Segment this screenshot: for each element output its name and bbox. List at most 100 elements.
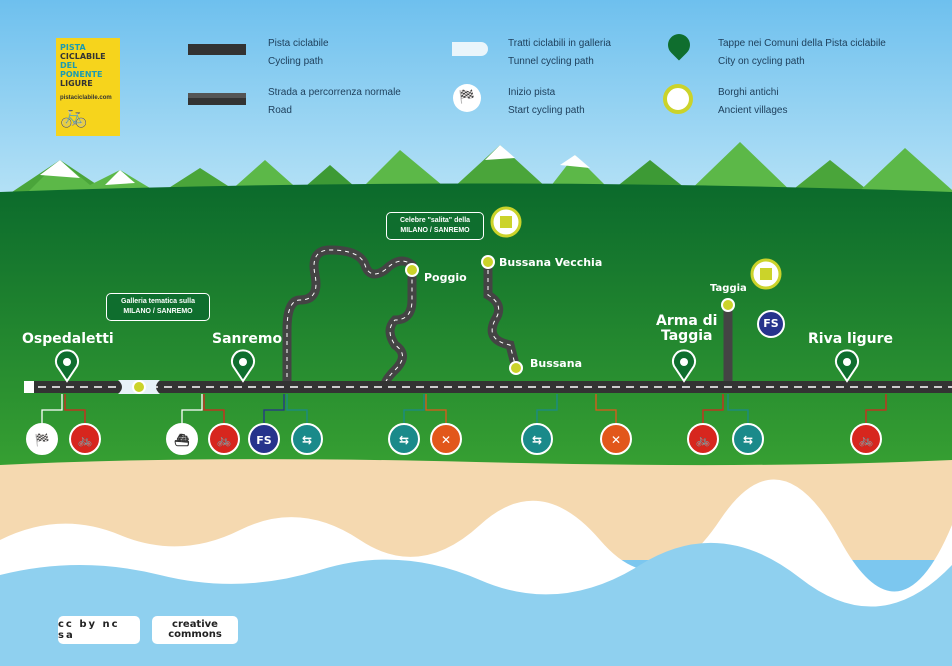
legend-label: Borghi antichi (718, 87, 779, 98)
service-circle (732, 423, 764, 455)
signpost-icon[interactable]: ⇆ (291, 423, 323, 455)
legend-label: Road (268, 105, 292, 116)
logo-url: pistaciclabile.com (60, 95, 112, 101)
bike-rental-icon[interactable]: 🚲 (208, 423, 240, 455)
legend-label: Tunnel cycling path (508, 56, 594, 67)
connector-line (41, 394, 63, 423)
map-pin-icon[interactable] (231, 349, 255, 383)
service-connectors (41, 394, 887, 423)
connector-line (203, 394, 225, 423)
cycling-path-icon (188, 44, 246, 55)
cc-license-badge[interactable]: cc by nc sa (58, 616, 140, 644)
castle-icon[interactable] (750, 258, 782, 290)
connector-line (536, 394, 558, 423)
service-glyph: ✕ (441, 433, 451, 447)
legend-label: Ancient villages (718, 105, 788, 116)
service-circle (430, 423, 462, 455)
service-glyph: 🚲 (78, 433, 93, 447)
boat-icon[interactable]: ⛴ (166, 423, 198, 455)
waypoint-dot[interactable] (405, 263, 419, 277)
bike-rental-icon[interactable]: 🚲 (687, 423, 719, 455)
city-bussana[interactable]: Bussana (530, 357, 582, 370)
map-pin-icon[interactable] (835, 349, 859, 383)
service-glyph: 🚲 (859, 433, 874, 447)
train-station-icon[interactable]: FS (757, 310, 785, 338)
bike-rental-icon[interactable]: 🚲 (850, 423, 882, 455)
service-glyph: ⇆ (302, 433, 312, 447)
bike-rental-icon[interactable]: 🚲 (69, 423, 101, 455)
waypoint-dot[interactable] (721, 298, 735, 312)
castle-icon (663, 84, 693, 114)
map-pin-icon[interactable] (55, 349, 79, 383)
service-circle (69, 423, 101, 455)
tunnel-icon (452, 42, 488, 56)
connector-line (595, 394, 617, 423)
waypoint-dot[interactable] (481, 255, 495, 269)
sea (0, 542, 952, 666)
road-icon (188, 93, 246, 105)
service-glyph: ✕ (611, 433, 621, 447)
service-glyph: 🚲 (217, 433, 232, 447)
connector-line (403, 394, 425, 423)
checkered-flag-icon[interactable]: 🏁 (26, 423, 58, 455)
service-glyph: ⇆ (743, 433, 753, 447)
service-circle (600, 423, 632, 455)
city-ospedaletti[interactable]: Ospedaletti (22, 331, 114, 347)
legend-label: City on cycling path (718, 56, 805, 67)
signpost-icon[interactable]: ⇆ (732, 423, 764, 455)
service-glyph: FS (256, 434, 272, 447)
legend-label: Tappe nei Comuni della Pista ciclabile (718, 38, 886, 49)
waypoint-dot[interactable] (509, 361, 523, 375)
city-riva-ligure[interactable]: Riva ligure (808, 331, 894, 347)
signpost-icon[interactable]: ⇆ (521, 423, 553, 455)
start-flag (24, 381, 34, 393)
service-glyph: ⇆ (532, 433, 542, 447)
logo-text: DEL PONENTE (60, 61, 103, 79)
legend-label: Cycling path (268, 56, 324, 67)
connector-line (702, 394, 724, 423)
service-glyph: ⛴ (174, 433, 189, 447)
connector-line (727, 394, 749, 423)
connector-line (425, 394, 447, 423)
service-circle (166, 423, 198, 455)
village-poggio[interactable]: Poggio (424, 271, 467, 284)
legend-label: Tratti ciclabili in galleria (508, 38, 611, 49)
legend-label: Start cycling path (508, 105, 585, 116)
waypoint-dot[interactable] (132, 380, 146, 394)
connector-line (64, 394, 86, 423)
restaurant-icon[interactable]: ✕ (600, 423, 632, 455)
service-circle (208, 423, 240, 455)
village-bussana-vecchia[interactable]: Bussana Vecchia (499, 256, 603, 269)
bike-icon: 🚲 (60, 104, 88, 129)
logo-text: LIGURE (60, 79, 93, 88)
train-station-icon[interactable]: FS (248, 423, 280, 455)
checkered-flag-icon: 🏁 (453, 84, 481, 112)
logo-text: PISTA (60, 43, 86, 52)
map-pin-icon[interactable] (672, 349, 696, 383)
callout-salita: Celebre "salita" della MILANO / SANREMO (386, 212, 484, 240)
legend-label: Pista ciclabile (268, 38, 329, 49)
connector-line (181, 394, 203, 423)
brand-text: commons (168, 629, 222, 640)
service-circle (291, 423, 323, 455)
restaurant-icon[interactable]: ✕ (430, 423, 462, 455)
village-taggia[interactable]: Taggia (710, 283, 747, 294)
brand-text: creative (172, 619, 218, 630)
logo[interactable]: PISTA CICLABILE DEL PONENTE LIGURE pista… (56, 38, 120, 136)
connector-line (865, 394, 887, 423)
logo-text: CICLABILE (60, 52, 106, 61)
city-sanremo[interactable]: Sanremo (212, 331, 283, 347)
signpost-icon[interactable]: ⇆ (388, 423, 420, 455)
castle-icon[interactable] (490, 206, 522, 238)
service-glyph: ⇆ (399, 433, 409, 447)
legend-label: Inizio pista (508, 87, 556, 98)
service-circle (248, 423, 280, 455)
